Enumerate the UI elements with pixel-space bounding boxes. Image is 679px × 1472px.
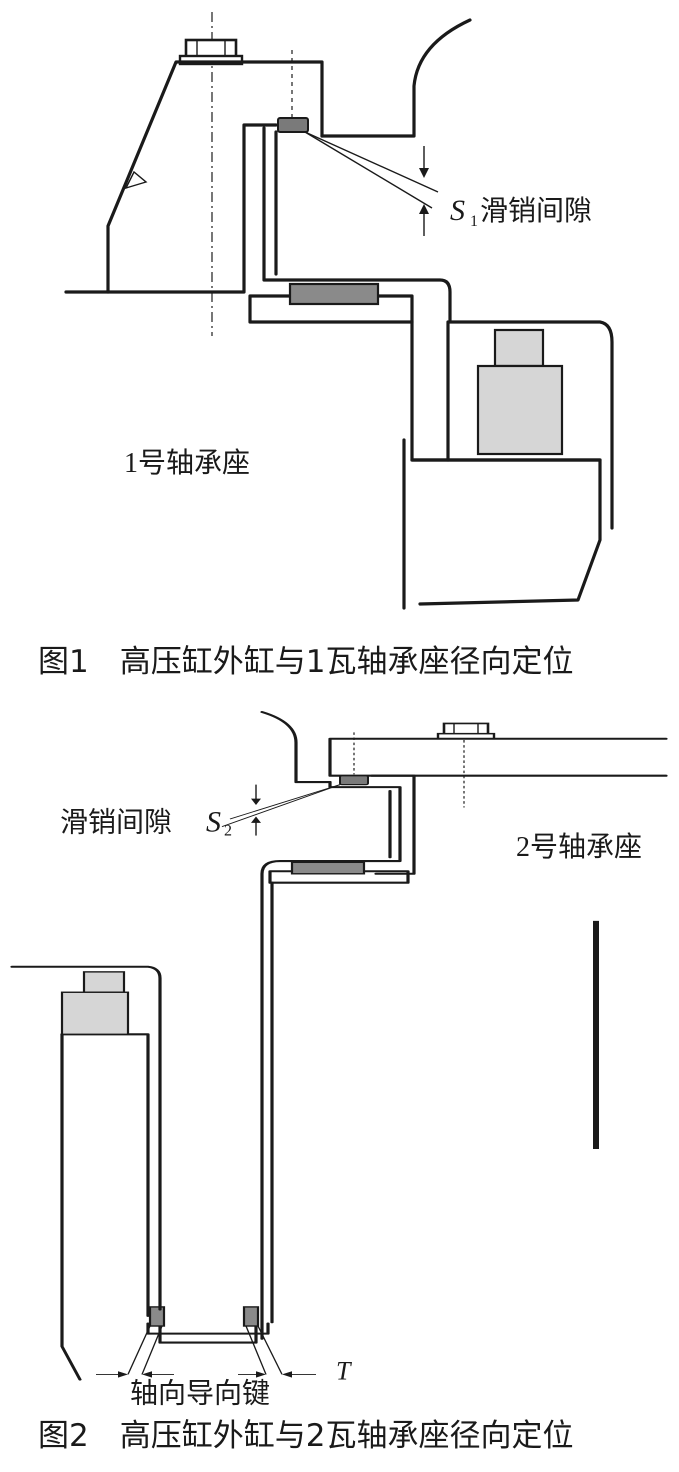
casing-left-curve xyxy=(260,710,332,784)
figure-1-drawing xyxy=(64,12,614,610)
fig2-gap-subscript: 2 xyxy=(224,823,232,840)
fig2-t-label: T xyxy=(336,1357,352,1386)
slide-pin-1 xyxy=(277,117,309,133)
bearing-housing-1 xyxy=(410,320,614,530)
figure-2-drawing xyxy=(10,710,668,1381)
fig2-gap-symbol: S xyxy=(206,806,221,839)
pad-1 xyxy=(288,282,380,306)
slide-pin-2 xyxy=(339,775,369,786)
fig1-gap-subscript: 1 xyxy=(470,213,478,230)
bracket-2-outer xyxy=(260,781,402,1340)
casing-outline xyxy=(64,60,324,294)
bearing-bracket xyxy=(262,126,452,322)
guide-key-left xyxy=(148,1306,166,1327)
bearing-block xyxy=(476,364,564,456)
fig1-gap-symbol: S xyxy=(450,194,465,227)
casing-curve xyxy=(320,18,472,138)
key-slot xyxy=(158,1314,258,1344)
bolt-washer xyxy=(178,54,244,66)
fig2-gap-label: 滑销间隙 xyxy=(60,807,172,839)
fig1-caption: 图1 高压缸外缸与1瓦轴承座径向定位 xyxy=(38,644,573,680)
fig1-gap-label: 滑销间隙 xyxy=(480,195,592,227)
bearing-cap-2 xyxy=(82,971,126,993)
pad-2 xyxy=(290,861,366,875)
fig1-bearing-label: 1号轴承座 xyxy=(124,447,250,479)
fig2-bearing-label: 2号轴承座 xyxy=(516,831,642,863)
bearing-block-2 xyxy=(60,991,130,1035)
guide-key-right xyxy=(242,1306,260,1327)
bearing-cap xyxy=(493,328,545,368)
bearing-housing-2 xyxy=(10,965,162,1311)
fig2-caption: 图2 高压缸外缸与2瓦轴承座径向定位 xyxy=(38,1418,573,1454)
casing-plate-2 xyxy=(328,737,668,777)
fig2-key-label: 轴向导向键 xyxy=(130,1378,270,1410)
